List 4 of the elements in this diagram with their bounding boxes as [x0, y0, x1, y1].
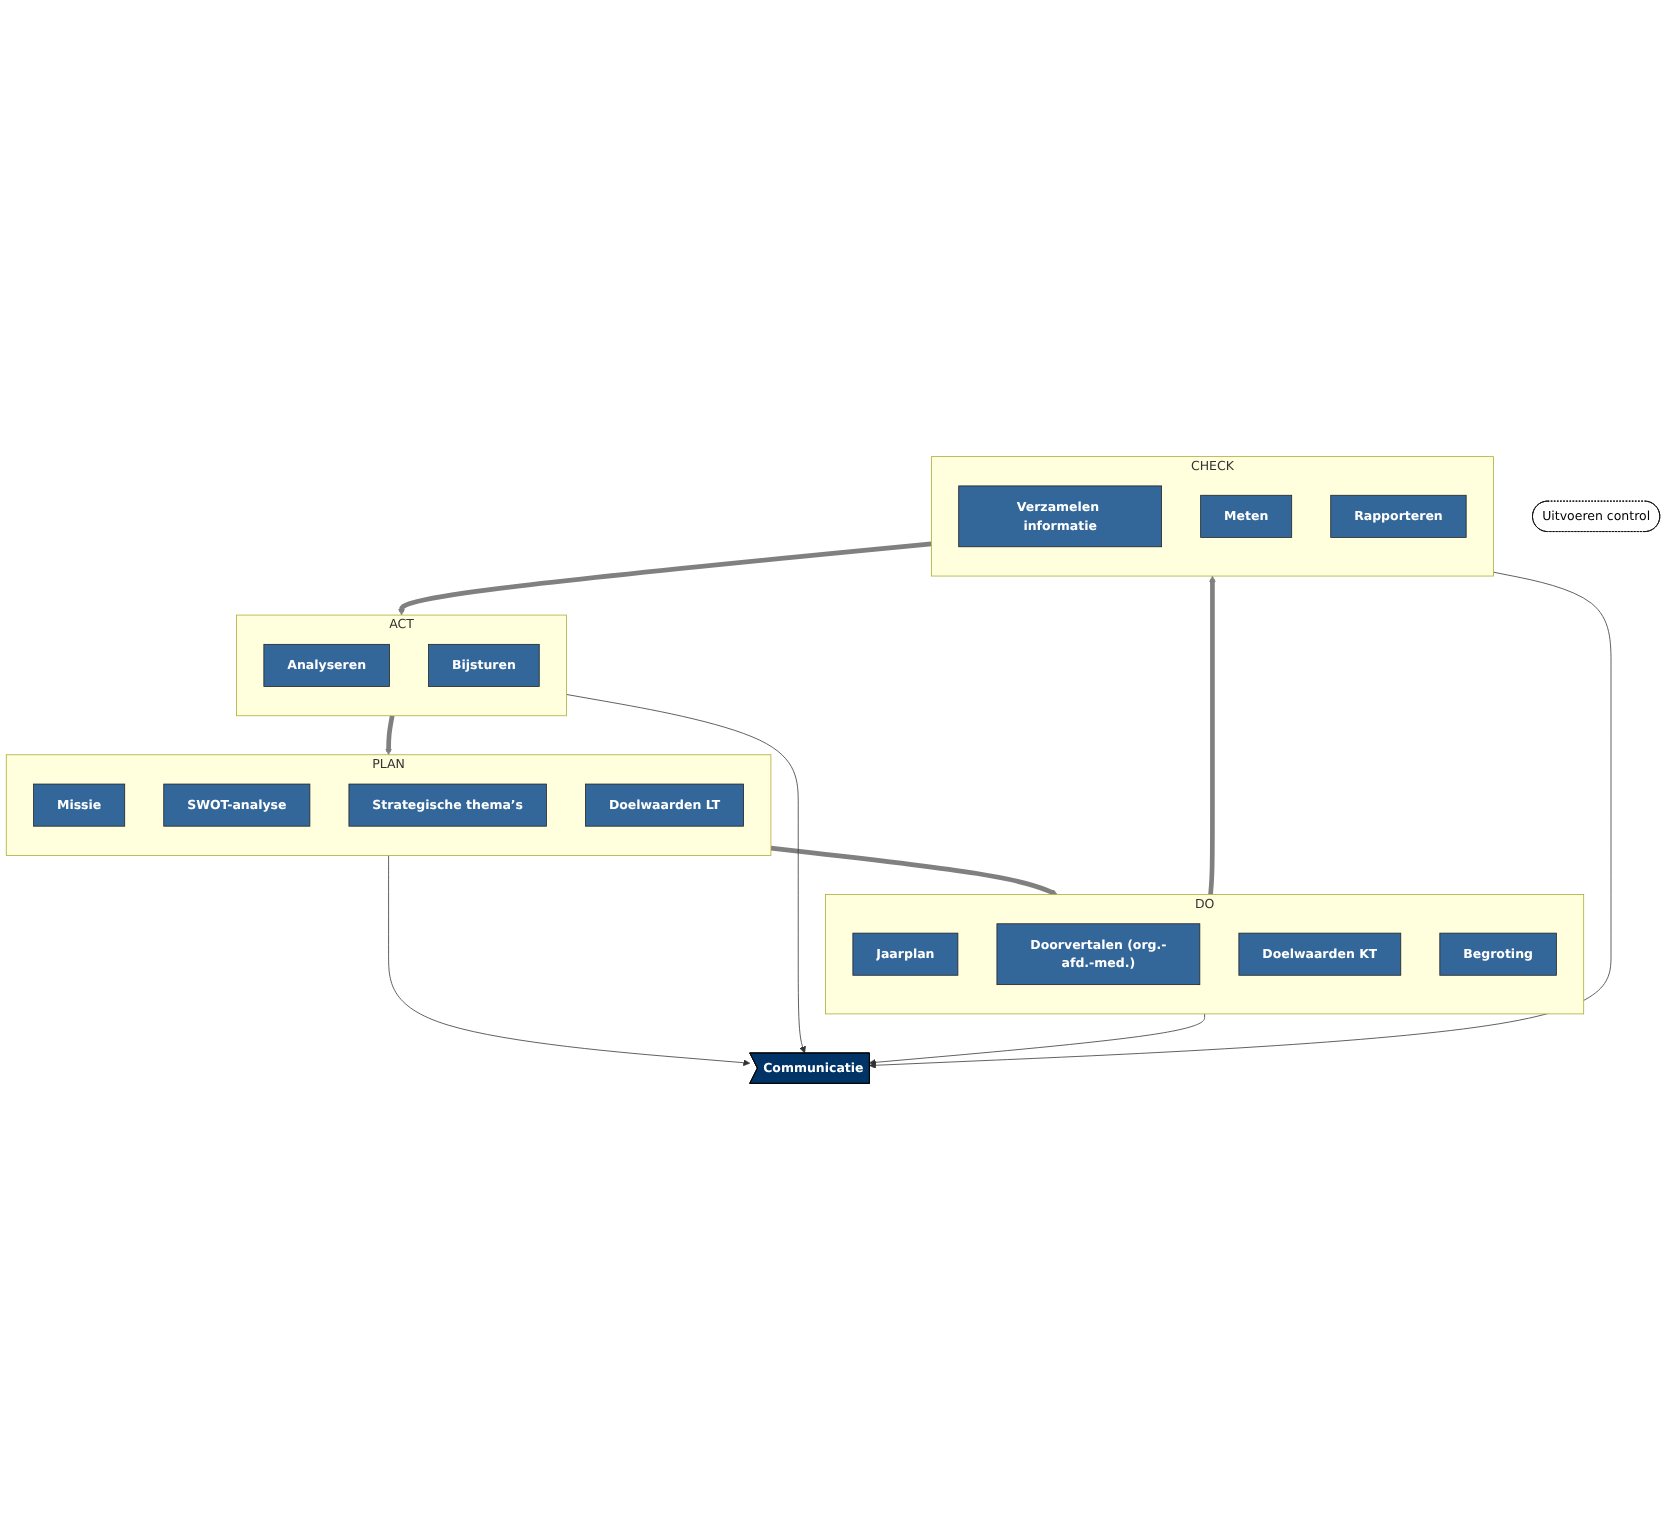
arrow	[770, 845, 1058, 896]
arrow	[398, 541, 932, 616]
arrow	[385, 715, 395, 756]
arrow	[1208, 575, 1216, 895]
